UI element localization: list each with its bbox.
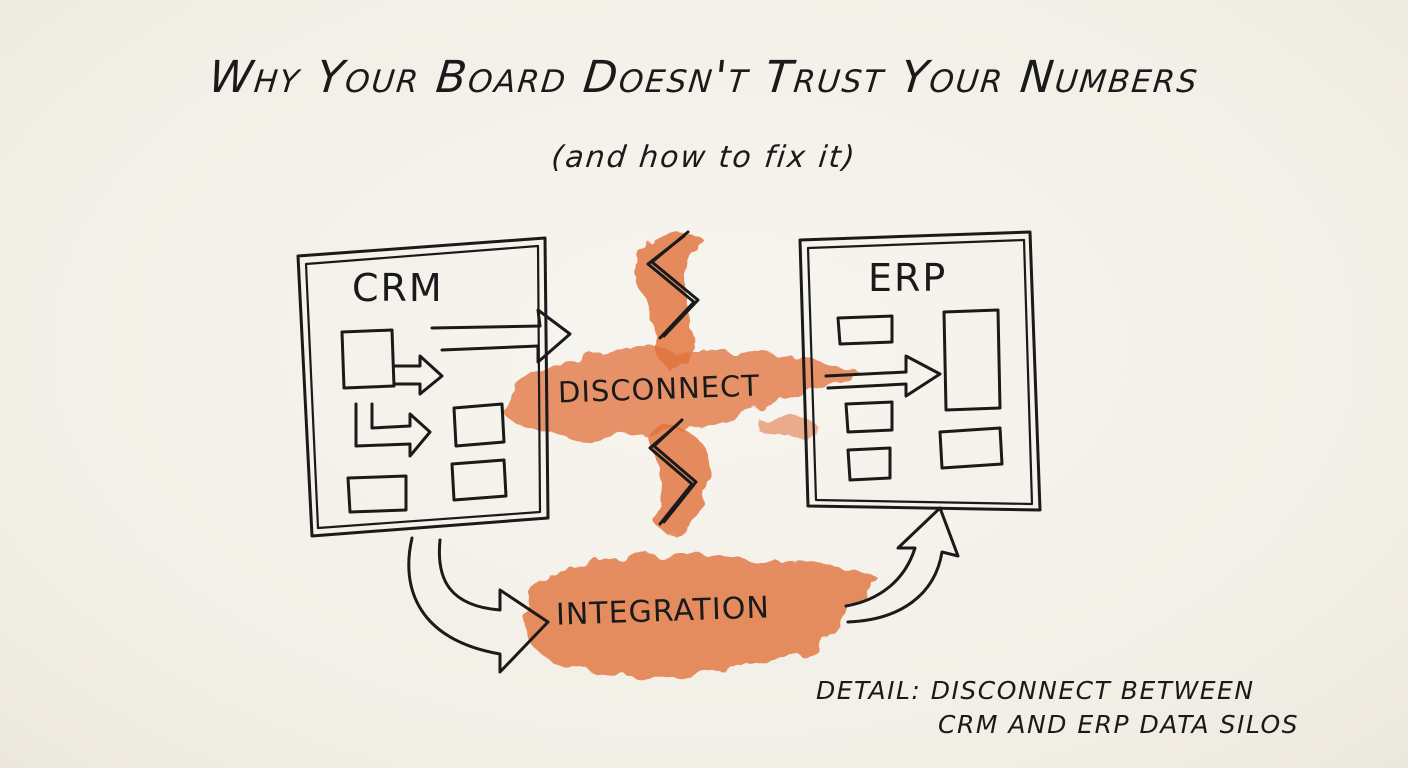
detail-line-2: CRM AND ERP DATA SILOS xyxy=(938,710,1300,739)
detail-line-1: DETAIL: DISCONNECT BETWEEN xyxy=(816,676,1255,705)
page-subtitle: (and how to fix it) xyxy=(549,140,859,175)
integration-arrows xyxy=(407,506,960,674)
page-title: Why Your Board Doesn't Trust Your Number… xyxy=(206,52,1202,103)
erp-label: ERP xyxy=(868,256,948,300)
lightning-bolts xyxy=(646,230,700,526)
disconnect-label: DISCONNECT xyxy=(557,368,761,410)
integration-label: INTEGRATION xyxy=(555,590,771,633)
erp-system-box xyxy=(798,230,1042,512)
detail-caption: DETAIL: DISCONNECT BETWEEN CRM AND ERP D… xyxy=(816,674,1299,742)
crm-system-box xyxy=(296,236,572,538)
integration-splash xyxy=(520,555,880,675)
crm-label: CRM xyxy=(352,266,444,310)
